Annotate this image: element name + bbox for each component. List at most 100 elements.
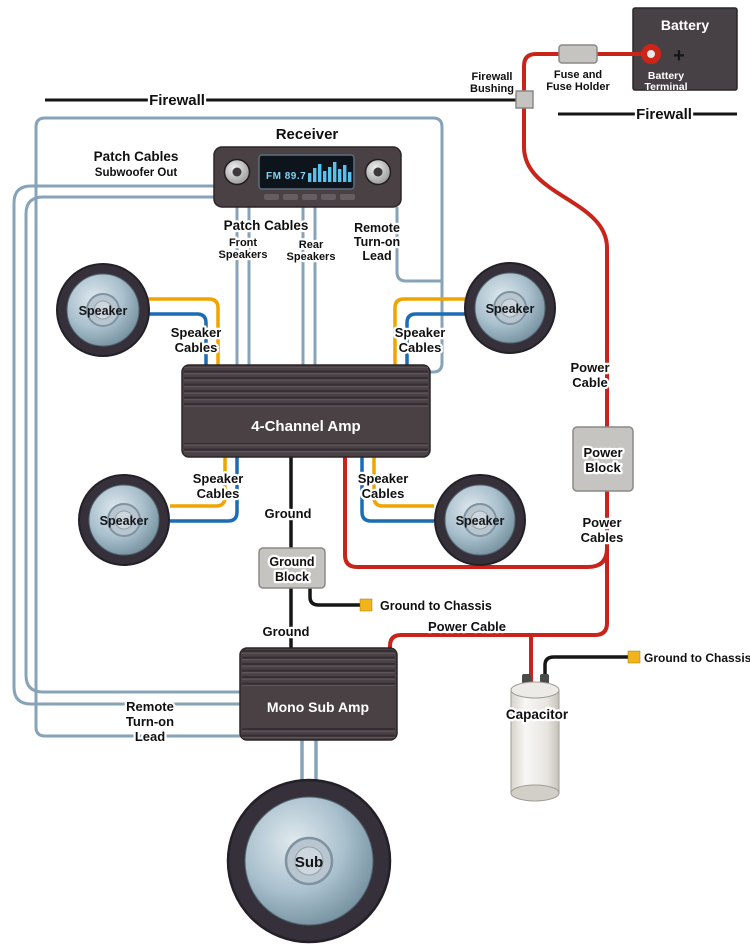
speaker-cables-ur-2: Cables [399, 340, 442, 355]
capacitor-body [510, 689, 560, 794]
speaker-dust-cap [470, 510, 490, 530]
ground-block-label-1: Ground [269, 555, 314, 569]
ground-wires [289, 456, 641, 686]
ground-wire-block-to-chassis [308, 587, 362, 607]
patch-rear-label-2: Speakers [287, 251, 336, 263]
speaker-rear-left: Speaker [78, 474, 170, 566]
patch-and-remote-wires [12, 116, 444, 783]
tuner-knob-center [373, 167, 383, 177]
speaker-wires [148, 297, 465, 523]
battery-terminal-ring [641, 44, 661, 64]
firewall-bushing-label-1: Firewall [472, 71, 513, 83]
speaker-dust-cap [93, 300, 113, 320]
battery-title: Battery [661, 17, 709, 33]
power-cable-right-1: Power [570, 360, 609, 375]
power-wire-block-to-monoamp [388, 491, 609, 652]
fuse-label-2: Fuse Holder [546, 81, 610, 93]
capacitor [510, 674, 560, 802]
labels: Firewall Firewall Firewall Bushing Fuse … [91, 17, 750, 746]
speaker-cables-ul-2: Cables [175, 340, 218, 355]
receiver-title: Receiver [276, 126, 339, 143]
power-block-label-1: Power [583, 445, 622, 460]
chassis-ground-terminal-left [359, 598, 373, 612]
remote-top-label-3: Lead [362, 249, 391, 263]
subwoofer: Sub [226, 778, 392, 944]
ground-wire-capacitor-to-chassis [543, 655, 630, 686]
speaker-wire-rr-positive [372, 456, 434, 508]
ground-to-chassis-left-label: Ground to Chassis [380, 599, 492, 613]
remote-top-label-1: Remote [354, 221, 400, 235]
capacitor-top [510, 681, 560, 699]
speaker-dust-cap [114, 510, 134, 530]
speaker-dust-cap [500, 298, 520, 318]
speaker-cables-ul-1: Speaker [171, 325, 222, 340]
mono-sub-amp [239, 647, 398, 741]
power-wire-bushing-to-powerblock [522, 105, 609, 428]
power-wires [343, 52, 651, 686]
remote-lead-stub [395, 207, 442, 283]
power-cables-label-1: Power [582, 515, 621, 530]
power-cables-label-2: Cables [581, 530, 624, 545]
speaker-label: Speaker [486, 302, 535, 316]
battery [632, 7, 738, 91]
ground-upper-label: Ground [265, 506, 312, 521]
remote-bottom-label-1: Remote [126, 699, 174, 714]
speaker-label: Speaker [456, 514, 505, 528]
battery-terminal-label-1: Battery [648, 70, 684, 82]
mono-sub-amp-label: Mono Sub Amp [267, 699, 369, 715]
speaker-cables-ll-2: Cables [197, 486, 240, 501]
patch-rear-label-1: Rear [299, 239, 324, 251]
speaker-wire-fr-positive [393, 297, 465, 366]
four-channel-amp [181, 364, 431, 458]
speaker-cables-lr-1: Speaker [358, 471, 409, 486]
patch-left-subtitle: Subwoofer Out [95, 167, 178, 179]
firewall-left-label: Firewall [149, 92, 205, 109]
battery-plus-sign: + [673, 45, 685, 67]
speaker-label: Speaker [100, 514, 149, 528]
battery-terminal-label-2: Terminal [645, 81, 688, 93]
speaker-cables-lr-2: Cables [362, 486, 405, 501]
sub-label: Sub [295, 854, 323, 871]
speaker-wire-fr-negative [405, 312, 465, 366]
power-cable-bottom-label: Power Cable [428, 619, 506, 634]
ground-to-chassis-right-label: Ground to Chassis [644, 651, 750, 665]
ground-block [258, 547, 326, 589]
speaker-label: Speaker [79, 304, 128, 318]
capacitor-label: Capacitor [506, 707, 569, 722]
power-wire-block-to-4channel-amp [343, 456, 609, 569]
firewall-bushing [515, 90, 534, 109]
capacitor-bottom [510, 784, 560, 802]
speaker-cables-ur-1: Speaker [395, 325, 446, 340]
remote-bottom-label-2: Turn-on [126, 714, 174, 729]
receiver-buttons [264, 194, 355, 200]
speaker-front-right: Speaker [464, 262, 556, 354]
firewall [45, 98, 737, 116]
patch-front-label-2: Speakers [219, 249, 268, 261]
speaker-wire-rl-negative [170, 456, 239, 523]
speaker-rear-right: Speaker [434, 474, 526, 566]
patch-bottom-title: Patch Cables [224, 218, 309, 233]
display-spectrum-bars [308, 162, 352, 182]
receiver [213, 146, 402, 208]
volume-knob-center [232, 167, 242, 177]
power-wire-battery-to-bushing [522, 52, 651, 92]
speaker-cables-ll-1: Speaker [193, 471, 244, 486]
amp-heatsink-fins-bottom [184, 443, 428, 455]
sub-dust-cap [294, 846, 324, 876]
firewall-right-label: Firewall [636, 106, 692, 123]
chassis-ground-terminal-right [627, 650, 641, 664]
speaker-front-left: Speaker [56, 263, 150, 357]
mono-amp-fins-bottom [242, 726, 395, 738]
fuse-holder [558, 44, 598, 64]
fuse-label-1: Fuse and [554, 69, 602, 81]
speaker-wire-rr-negative [360, 456, 434, 523]
speaker-wire-rl-positive [170, 456, 227, 508]
patch-front-label-1: Front [229, 237, 257, 249]
speaker-wire-fl-negative [148, 312, 208, 366]
power-cable-right-2: Cable [572, 375, 607, 390]
ground-lower-label: Ground [263, 624, 310, 639]
power-block [572, 426, 634, 492]
amp-4channel-label: 4-Channel Amp [251, 418, 360, 435]
remote-bottom-label-3: Lead [135, 729, 165, 744]
